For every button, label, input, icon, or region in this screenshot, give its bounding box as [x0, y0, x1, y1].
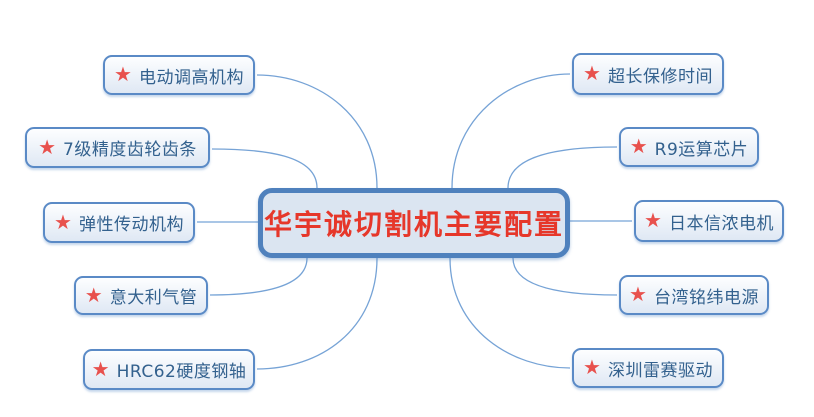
star-icon: ★: [583, 61, 601, 85]
branch-node-label: HRC62硬度钢轴: [116, 362, 247, 382]
star-icon: ★: [114, 62, 132, 86]
connector-line-long-warranty-time: [451, 73, 571, 189]
branch-node-label: R9运算芯片: [654, 139, 749, 160]
connector-line-precision-gear-rack: [211, 148, 318, 189]
star-icon: ★: [644, 208, 662, 232]
connector-line-italian-air-pipe: [209, 257, 308, 296]
connector-line-hrc62-steel-shaft: [256, 257, 378, 370]
star-icon: ★: [91, 356, 110, 381]
connector-line-mingwei-power-supply: [512, 257, 618, 296]
branch-node-shinano-motor[interactable]: ★ 日本信浓电机: [634, 200, 784, 242]
branch-node-long-warranty-time[interactable]: ★ 超长保修时间: [572, 53, 724, 95]
branch-node-label: 弹性传动机构: [78, 215, 184, 235]
star-icon: ★: [583, 355, 601, 379]
branch-node-elastic-transmission[interactable]: ★ 弹性传动机构: [43, 202, 195, 243]
branch-node-italian-air-pipe[interactable]: ★ 意大利气管: [74, 276, 208, 315]
branch-node-label: 深圳雷赛驱动: [607, 360, 713, 381]
branch-node-electric-height-adjuster[interactable]: ★ 电动调高机构: [103, 55, 255, 95]
branch-node-precision-gear-rack[interactable]: ★ 7级精度齿轮齿条: [25, 127, 210, 168]
star-icon: ★: [629, 282, 647, 306]
branch-node-r9-chip[interactable]: ★ R9运算芯片: [619, 127, 759, 167]
connector-line-r9-chip: [507, 146, 618, 189]
star-icon: ★: [38, 134, 57, 159]
branch-node-leadshine-drive[interactable]: ★ 深圳雷赛驱动: [572, 348, 724, 388]
branch-node-label: 电动调高机构: [138, 67, 244, 88]
star-icon: ★: [629, 134, 648, 158]
branch-node-label: 7级精度齿轮齿条: [63, 140, 197, 160]
star-icon: ★: [84, 282, 103, 307]
connector-line-leadshine-drive: [449, 257, 571, 369]
branch-node-label: 意大利气管: [109, 288, 198, 308]
center-topic-node[interactable]: 华宇诚切割机主要配置: [258, 188, 570, 258]
branch-node-label: 台湾铭纬电源: [653, 287, 759, 308]
star-icon: ★: [54, 209, 72, 234]
branch-node-mingwei-power-supply[interactable]: ★ 台湾铭纬电源: [619, 275, 769, 315]
branch-node-hrc62-steel-shaft[interactable]: ★ HRC62硬度钢轴: [83, 349, 255, 390]
branch-node-label: 超长保修时间: [607, 66, 713, 87]
center-topic-label: 华宇诚切割机主要配置: [263, 208, 564, 241]
branch-node-label: 日本信浓电机: [668, 213, 774, 234]
connector-line-electric-height-adjuster: [256, 74, 378, 189]
